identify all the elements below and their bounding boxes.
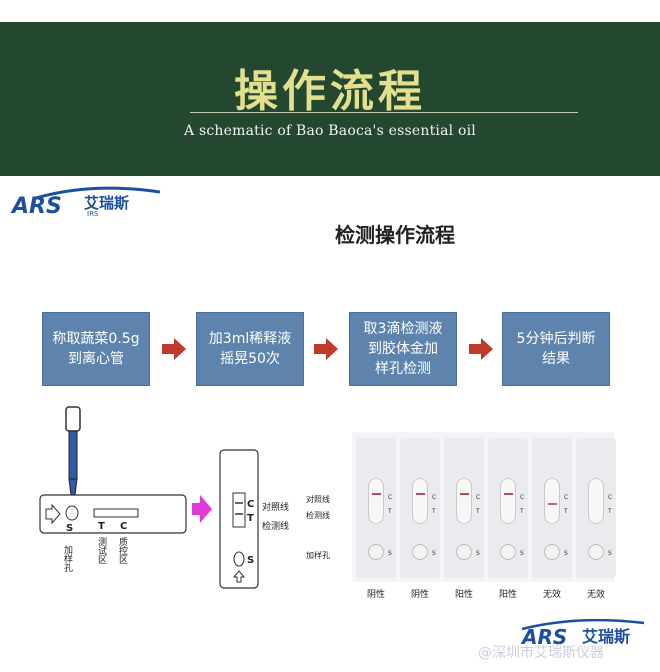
test-strip: C T S <box>400 438 440 578</box>
page-subtitle: A schematic of Bao Baoca's essential oil <box>184 123 476 139</box>
logo-text: ARS <box>12 194 62 219</box>
step-box-2: 加3ml稀释液 摇晃50次 <box>196 312 304 386</box>
strip-window <box>544 478 560 524</box>
strip-result-caption: 无效 <box>542 590 561 600</box>
cassette-diagram: S T C 加样孔 测试区 质控区 C T 对照线 检测线 S <box>39 406 289 589</box>
test-line-label: 检测线 <box>262 520 289 532</box>
strip-window <box>500 478 516 524</box>
test-zone-label: 测试区 <box>96 537 107 564</box>
logo-sub: IRS <box>87 210 99 218</box>
upright-sample-well <box>233 551 245 567</box>
logo-swoosh-icon <box>35 186 161 200</box>
up-arrow-icon <box>232 570 246 583</box>
test-strip: C T S <box>356 438 396 578</box>
strip-sample-well <box>544 544 560 560</box>
test-strip: C T S <box>532 438 572 578</box>
test-strip: C T S <box>488 438 528 578</box>
strip-sample-well-label: 加样孔 <box>306 551 330 560</box>
step-box-4: 5分钟后判断 结果 <box>502 312 610 386</box>
strip-result-caption: 阳性 <box>498 590 517 600</box>
cassette-c-label: C <box>120 521 127 532</box>
flow-arrow-icon <box>45 503 61 525</box>
control-line-mark <box>460 493 469 495</box>
step-box-3: 取3滴检测液 到胶体金加 样孔检测 <box>349 312 457 386</box>
strip-sample-well <box>500 544 516 560</box>
arrow-right-icon <box>314 338 338 360</box>
footer-logo: ARS 艾瑞斯 <box>478 619 653 667</box>
strip-result-caption: 阴性 <box>410 590 429 600</box>
strip-sample-well <box>456 544 472 560</box>
control-line-label: 对照线 <box>262 501 289 513</box>
brand-logo: ARS 艾瑞斯 IRS <box>12 186 172 230</box>
strip-result-caption: 阴性 <box>366 590 385 600</box>
arrow-right-icon <box>192 495 212 523</box>
strip-result-caption: 无效 <box>586 590 605 600</box>
arrow-right-icon <box>469 338 493 360</box>
test-strip: C T S <box>576 438 616 578</box>
page-title: 操作流程 <box>234 66 426 117</box>
logo-chinese: 艾瑞斯 <box>84 194 130 212</box>
strip-result-caption: 阳性 <box>454 590 473 600</box>
control-zone-label: 质控区 <box>117 536 128 564</box>
cassette-s-label: S <box>66 523 73 534</box>
test-line-mark <box>548 503 557 505</box>
upright-c-label: C <box>247 499 254 510</box>
header-background: 操作流程 A schematic of Bao Baoca's essentia… <box>0 22 660 176</box>
strip-window <box>412 478 428 524</box>
strip-control-line-label: 对照线 <box>306 495 330 504</box>
section-title: 检测操作流程 <box>335 223 455 247</box>
strip-test-line-label: 检测线 <box>306 511 330 520</box>
control-line-mark <box>416 493 425 495</box>
logo-swoosh-icon <box>521 619 645 631</box>
upright-t-label: T <box>247 513 254 524</box>
sample-well-label: 加样孔 <box>62 545 73 573</box>
strip-sample-well <box>412 544 428 560</box>
cassette-t-label: T <box>98 521 105 532</box>
cassette-window <box>93 508 139 518</box>
strip-window <box>456 478 472 524</box>
control-line-mark <box>372 493 381 495</box>
strip-window <box>368 478 384 524</box>
test-strip: C T S <box>444 438 484 578</box>
arrow-right-icon <box>162 338 186 360</box>
strip-sample-well <box>588 544 604 560</box>
control-line-mark <box>504 493 513 495</box>
step-box-1: 称取蔬菜0.5g 到离心管 <box>42 312 150 386</box>
header-divider <box>190 112 578 113</box>
header-banner: 操作流程 A schematic of Bao Baoca's essentia… <box>0 0 660 178</box>
watermark-text: @深圳市艾瑞斯仪器 <box>478 645 604 661</box>
upright-window <box>232 492 246 528</box>
upright-s-label: S <box>247 555 254 566</box>
strip-window <box>588 478 604 524</box>
sample-well <box>65 505 79 521</box>
strip-sample-well <box>368 544 384 560</box>
